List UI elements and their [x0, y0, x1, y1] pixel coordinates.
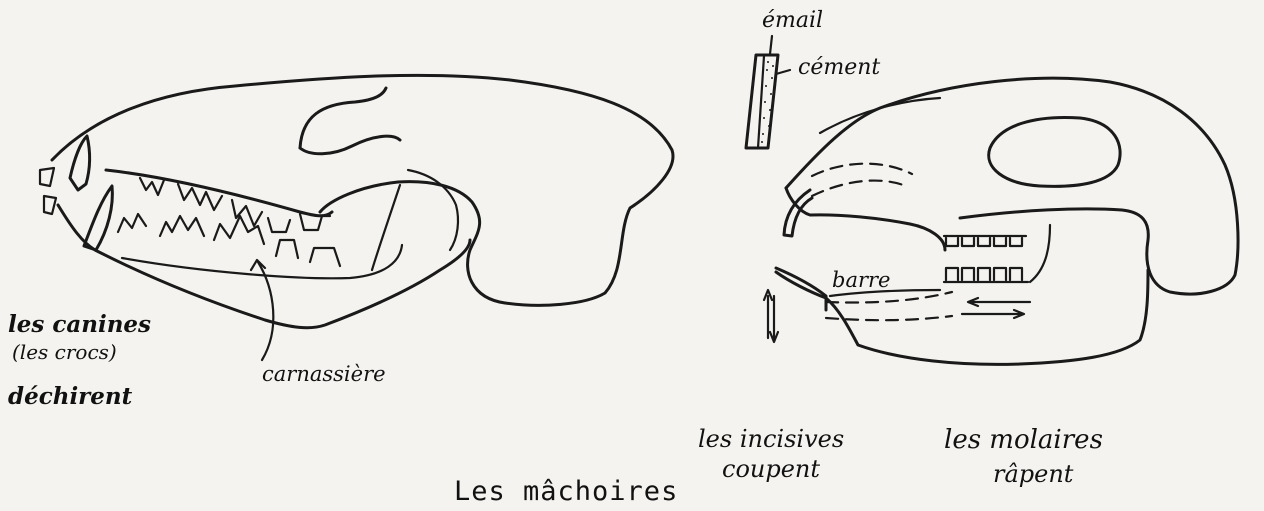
- rodent-upper-molars: [944, 236, 1026, 246]
- vertical-motion-arrow: [764, 290, 778, 342]
- crocs-label: (les crocs): [12, 340, 117, 364]
- email-label: émail: [762, 8, 823, 33]
- horizontal-motion-arrow: [962, 298, 1030, 318]
- rodent-lower-jaw-back: [1030, 225, 1050, 282]
- carnivore-orbit: [300, 88, 400, 154]
- incisives-label: les incisives: [698, 425, 844, 453]
- barre-label: barre: [832, 268, 890, 292]
- canines-label: les canines: [8, 312, 151, 337]
- rodent-skull: [764, 78, 1238, 364]
- carnivore-lower-canine: [84, 186, 112, 250]
- carnassiere-pointer-head: [251, 260, 265, 270]
- carnivore-upper-canine: [70, 136, 90, 190]
- carnivore-lower-jaw-back: [372, 185, 400, 270]
- rodent-cranium-outline: [786, 78, 1238, 294]
- carnivore-upper-jaw-line: [106, 170, 332, 216]
- email-pointer: [770, 36, 772, 54]
- cement-label: cément: [798, 55, 880, 80]
- rodent-lower-molars: [944, 268, 1028, 282]
- rodent-orbit: [989, 117, 1120, 186]
- rodent-nasal-line: [820, 98, 940, 133]
- rodent-lower-incisor: [776, 268, 826, 310]
- carnivore-upper-incisors: [40, 168, 56, 214]
- carnassiere-label: carnassière: [262, 362, 386, 386]
- rodent-upper-incisor-root: [812, 164, 912, 196]
- coupent-label: coupent: [722, 455, 820, 483]
- carnivore-lower-jaw-inner: [122, 245, 402, 278]
- tooth-section: [746, 36, 790, 148]
- cement-pointer: [776, 70, 790, 74]
- carnivore-upper-teeth: [140, 178, 330, 232]
- rodent-lower-incisor-root: [826, 292, 952, 320]
- molaires-label: les molaires: [944, 425, 1103, 455]
- rodent-snout: [786, 188, 945, 250]
- rapent-label: râpent: [993, 460, 1073, 488]
- dechirent-label: déchirent: [8, 383, 132, 410]
- carnivore-lower-teeth: [118, 214, 340, 266]
- figure-title: Les mâchoires: [454, 476, 678, 507]
